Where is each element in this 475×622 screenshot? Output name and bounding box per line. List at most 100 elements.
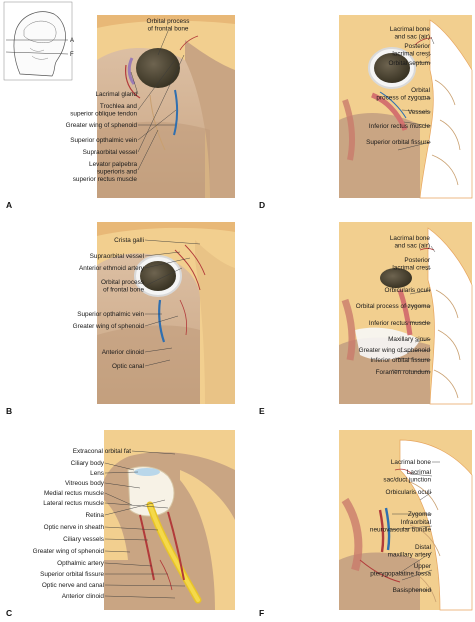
panel-b-leader-1 bbox=[144, 251, 181, 257]
label-line: Orbital process of zygoma bbox=[356, 303, 431, 310]
panel-b-leader-5 bbox=[144, 315, 179, 327]
label-line: and sac (air) bbox=[394, 34, 430, 41]
label-line: neurovascular bundle bbox=[370, 527, 432, 534]
panel-b-label-2: Anterior ethmoid artery bbox=[79, 265, 145, 272]
panel-b-leader-7 bbox=[144, 359, 171, 367]
label-line: Superior orbital fissure bbox=[40, 571, 104, 578]
panel-f-label-2: Orbicularis oculi bbox=[386, 489, 431, 496]
label-line: Optic nerve and canal bbox=[42, 582, 104, 589]
panel-c-leader-8 bbox=[104, 538, 149, 541]
panel-e-label-8: Foramen rotundum bbox=[376, 369, 430, 376]
label-line: Opthalmic artery bbox=[57, 560, 105, 567]
panel-c-label-13: Anterior clinoid bbox=[62, 593, 105, 600]
panel-c-illustration bbox=[104, 430, 235, 610]
label-line: Superior orbital fissure bbox=[366, 139, 430, 146]
label-line: Inferior orbital fissure bbox=[370, 357, 430, 364]
panel-f-leader-6 bbox=[401, 569, 433, 581]
label-line: Optic canal bbox=[112, 363, 144, 370]
label-line: and sac (air) bbox=[394, 243, 430, 250]
panel-c-label-7: Optic nerve in sheath bbox=[44, 524, 105, 531]
panel-f-label-3: Zygoma bbox=[408, 511, 432, 518]
panel-f-leader-2 bbox=[419, 491, 433, 501]
label-line: pterygopalatine fossa bbox=[370, 571, 431, 578]
label-line: of frontal bone bbox=[103, 287, 144, 294]
panel-c-label-5: Lateral rectus muscle bbox=[43, 500, 104, 507]
panel-d-leader-6 bbox=[397, 141, 432, 151]
panel-f-leader-5 bbox=[397, 551, 433, 575]
panel-f-illustration bbox=[339, 430, 473, 611]
panel-d-label-6: Superior orbital fissure bbox=[366, 139, 430, 146]
label-line: Anterior clinoid bbox=[102, 349, 145, 356]
inset-marker-f: F bbox=[70, 52, 74, 58]
panel-e-leader-5 bbox=[414, 338, 432, 343]
panel-e-label-2: Orbicularis oculi bbox=[385, 287, 430, 294]
panel-a-leader-0 bbox=[157, 30, 169, 56]
label-line: Maxillary sinus bbox=[388, 336, 430, 343]
label-line: Crista galli bbox=[114, 237, 144, 244]
panel-a-label-3: Greater wing of sphenoid bbox=[66, 122, 138, 129]
label-line: Lacrimal bone bbox=[391, 459, 432, 466]
panel-b-label-6: Anterior clinoid bbox=[102, 349, 145, 356]
label-line: Upper bbox=[414, 563, 432, 570]
panel-e-label-3: Orbital process of zygoma bbox=[356, 303, 431, 310]
panel-a-leader-4 bbox=[137, 109, 177, 141]
panel-c-leader-10 bbox=[104, 562, 153, 567]
label-line: Superior opthalmic vein bbox=[70, 137, 137, 144]
panel-c-leader-9 bbox=[104, 550, 131, 553]
panel-a-leader-2 bbox=[137, 59, 176, 111]
panel-c-leader-0 bbox=[131, 450, 176, 455]
panel-d-leader-5 bbox=[403, 121, 432, 127]
panel-b-leader-3 bbox=[144, 267, 183, 287]
panel-b-leader-0 bbox=[144, 239, 201, 245]
panel-e-leader-4 bbox=[407, 321, 432, 324]
inset-marker-a: A bbox=[70, 38, 74, 44]
label-line: Anterior ethmoid artery bbox=[79, 265, 145, 272]
label-line: Greater wing of sphenoid bbox=[73, 323, 145, 330]
panel-c-label-9: Greater wing of sphenoid bbox=[33, 548, 105, 555]
label-line: Orbital process bbox=[101, 279, 144, 286]
label-line: Inferior rectus muscle bbox=[369, 320, 431, 327]
panel-e-letter: E bbox=[259, 406, 265, 416]
panel-a-letter: A bbox=[6, 200, 12, 210]
label-line: Greater wing of sphenoid bbox=[66, 122, 138, 129]
label-line: Distal bbox=[415, 544, 431, 551]
label-line: Medial rectus muscle bbox=[44, 490, 104, 497]
panel-e-leader-1 bbox=[425, 267, 432, 271]
label-line: Greater wing of sphenoid bbox=[359, 347, 431, 354]
label-line: Trochlea and bbox=[100, 103, 138, 110]
panel-b-label-7: Optic canal bbox=[112, 363, 144, 370]
panel-c-leader-7 bbox=[104, 526, 159, 531]
panel-e-leader-0 bbox=[430, 245, 436, 253]
label-line: Supraorbital vessel bbox=[83, 149, 137, 156]
label-line: Vitreous body bbox=[65, 480, 105, 487]
label-line: Zygoma bbox=[408, 511, 432, 518]
panel-c: Extraconal orbital fat Ciliary body Lens… bbox=[6, 430, 235, 618]
panel-c-leader-2 bbox=[104, 471, 139, 474]
label-line: Posterior bbox=[404, 257, 430, 264]
label-line: Inferior rectus muscle bbox=[369, 123, 431, 130]
panel-b-label-1: Supraorbital vessel bbox=[90, 253, 144, 260]
label-line: Orbital septum bbox=[388, 60, 430, 67]
label-line: Lacrimal bbox=[407, 469, 431, 476]
panel-c-label-0: Extraconal orbital fat bbox=[73, 448, 131, 455]
panel-c-leader-6 bbox=[104, 499, 166, 516]
panel-c-label-10: Opthalmic artery bbox=[57, 560, 105, 567]
panel-d-leader-0 bbox=[430, 36, 435, 45]
label-line: Lens bbox=[90, 470, 104, 477]
label-line: Infraorbital bbox=[401, 519, 431, 526]
panel-e-leader-2 bbox=[409, 289, 432, 295]
